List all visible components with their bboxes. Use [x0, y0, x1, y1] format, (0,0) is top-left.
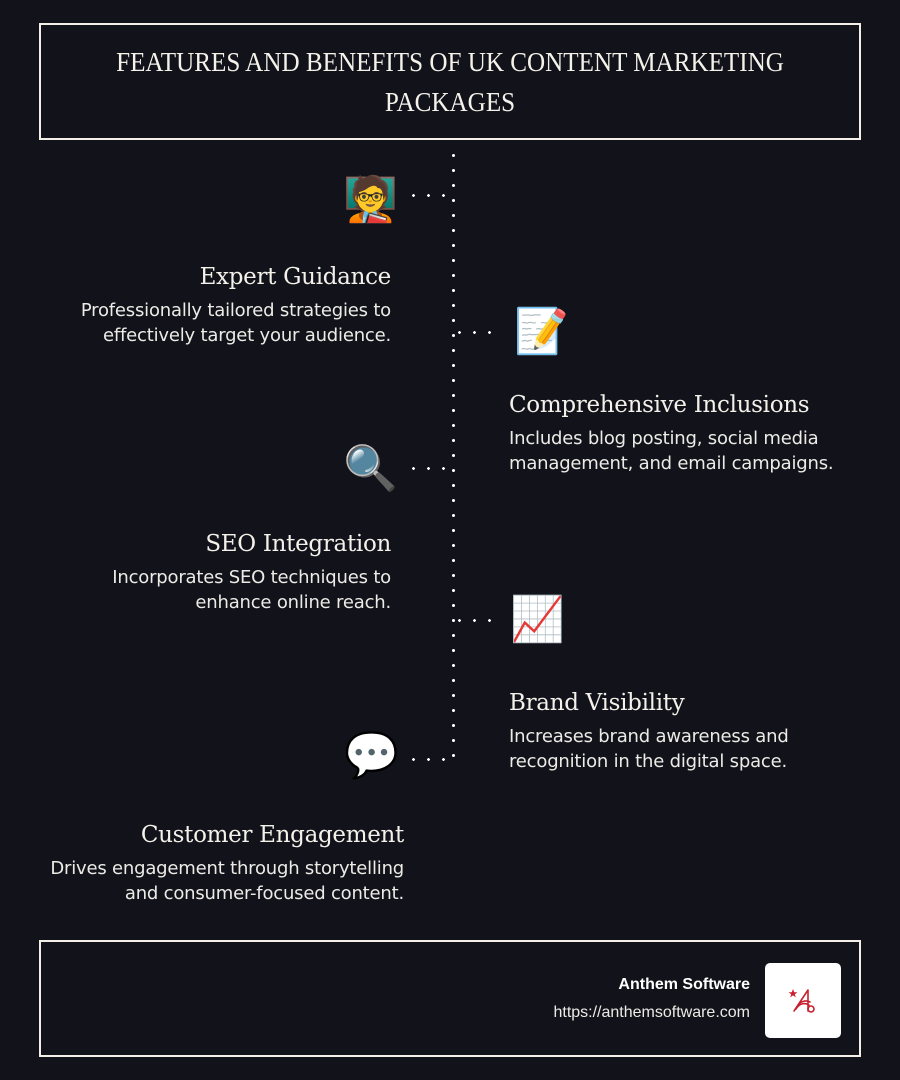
- feature-description: Professionally tailored strategies to ef…: [80, 300, 391, 346]
- feature-comprehensive-inclusions: Comprehensive Inclusions Includes blog p…: [509, 390, 879, 476]
- feature-description: Drives engagement through storytelling a…: [50, 858, 404, 904]
- feature-title: Expert Guidance: [199, 264, 392, 290]
- magnifying-glass-icon: 🔍: [343, 443, 398, 494]
- feature-brand-visibility: Brand Visibility Increases brand awarene…: [509, 688, 879, 774]
- anthem-logo: [765, 963, 841, 1038]
- anthem-logo-icon: [788, 988, 815, 1013]
- speech-balloon-icon: 💬: [344, 730, 399, 781]
- feature-description: Incorporates SEO techniques to enhance o…: [112, 567, 391, 613]
- feature-description: Increases brand awareness and recognitio…: [509, 726, 789, 772]
- connector-dots-3: [406, 467, 454, 470]
- title-banner: FEATURES AND BENEFITS OF UK CONTENT MARK…: [39, 23, 861, 140]
- connector-dots-1: [406, 194, 454, 197]
- memo-icon: 📝: [514, 306, 569, 357]
- page-title: FEATURES AND BENEFITS OF UK CONTENT MARK…: [116, 46, 784, 117]
- connector-dots-4: [452, 619, 500, 622]
- feature-title: Comprehensive Inclusions: [509, 392, 810, 418]
- feature-title: SEO Integration: [205, 531, 391, 557]
- feature-customer-engagement: Customer Engagement Drives engagement th…: [4, 820, 404, 906]
- feature-description: Includes blog posting, social media mana…: [509, 428, 834, 474]
- brand-name: Anthem Software: [618, 976, 750, 993]
- feature-expert-guidance: Expert Guidance Professionally tailored …: [11, 262, 391, 348]
- chart-increasing-icon: 📈: [510, 594, 565, 645]
- feature-seo-integration: SEO Integration Incorporates SEO techniq…: [11, 529, 391, 615]
- feature-title: Brand Visibility: [509, 690, 685, 716]
- teacher-icon: 🧑‍🏫: [343, 174, 398, 225]
- brand-url-link[interactable]: https://anthemsoftware.com: [553, 1004, 750, 1021]
- connector-dots-2: [452, 331, 500, 334]
- feature-title: Customer Engagement: [140, 822, 404, 848]
- connector-dots-5: [406, 758, 454, 761]
- footer-brand-card: Anthem Software https://anthemsoftware.c…: [39, 940, 861, 1057]
- timeline-vertical-dotted-line: [452, 148, 455, 762]
